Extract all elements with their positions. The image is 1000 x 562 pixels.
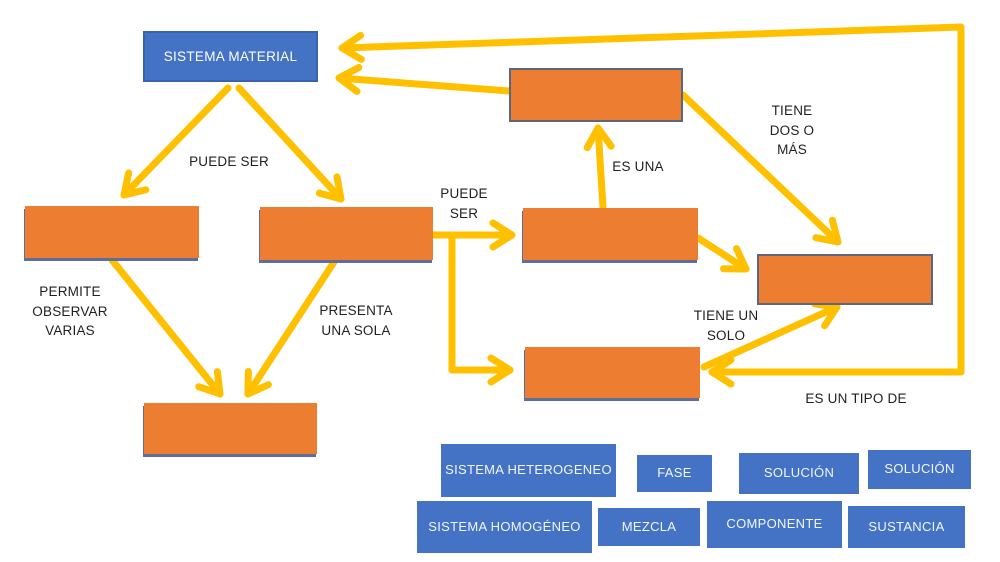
edge-label-es-una: ES UNA (612, 159, 664, 174)
edge-label-permite-observar-varias: PERMITE OBSERVAR VARIAS (32, 284, 108, 339)
word-chip-sistema-heterogeneo[interactable]: SISTEMA HETEROGENEO (441, 444, 616, 497)
word-chip-solucion-2[interactable]: SOLUCIÓN (868, 450, 971, 489)
arrow-left-slot-to-bottom-slot (108, 256, 224, 398)
drop-slot-left[interactable] (25, 206, 199, 258)
drop-slot-top[interactable] (509, 68, 683, 122)
edge-label-tiene-un-solo: TIENE UN SOLO (693, 308, 759, 343)
arrow-middle-slot-to-lowermid-slot (448, 234, 514, 386)
edge-label-tiene-dos-o-mas: TIENE DOS O MÁS (769, 103, 815, 158)
drop-slot-middle[interactable] (260, 207, 433, 260)
arrow-midright-slot-to-top-slot (583, 124, 615, 211)
word-chip-mezcla[interactable]: MEZCLA (598, 508, 700, 546)
sistema-material-node: SISTEMA MATERIAL (143, 31, 318, 82)
edge-label-puede-ser-right: PUEDE SER (440, 186, 488, 221)
sistema-material-label: SISTEMA MATERIAL (163, 49, 298, 64)
edge-label-es-un-tipo-de: ES UN TIPO DE (805, 391, 907, 406)
drop-slot-midright[interactable] (523, 208, 698, 260)
drop-slot-farright[interactable] (757, 254, 933, 305)
word-chip-sustancia[interactable]: SUSTANCIA (848, 506, 965, 548)
word-chip-componente[interactable]: COMPONENTE (707, 501, 842, 548)
word-chip-sistema-homogeneo[interactable]: SISTEMA HOMOGÉNEO (417, 501, 592, 553)
arrow-sistema-to-left-slot (120, 84, 232, 199)
arrow-top-slot-to-sistema (335, 63, 513, 95)
edge-label-puede-ser-left: PUEDE SER (189, 154, 269, 169)
arrow-midright-slot-to-farright-slot (694, 234, 750, 273)
word-chip-solucion-1[interactable]: SOLUCIÓN (739, 453, 859, 494)
drop-slot-lowermid[interactable] (525, 347, 700, 398)
word-chip-fase[interactable]: FASE (637, 455, 712, 492)
drop-slot-bottom[interactable] (144, 403, 317, 454)
edge-label-presenta-una-sola: PRESENTA UNA SOLA (319, 303, 393, 338)
arrow-sistema-to-middle-slot (235, 84, 345, 203)
